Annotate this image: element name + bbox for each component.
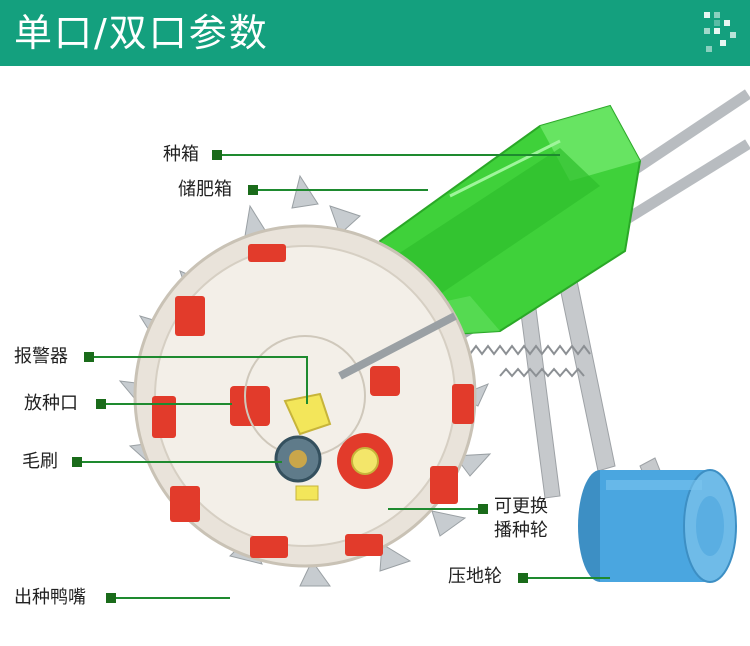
seed-hopper	[378, 104, 642, 338]
page-title: 单口/双口参数	[14, 11, 269, 55]
label-replaceable-wheel-line2: 播种轮	[494, 520, 548, 541]
label-duckbill: 出种鸭嘴	[14, 587, 86, 608]
marker-seed-box	[212, 150, 222, 160]
marker-brush	[72, 457, 82, 467]
header-banner: 单口/双口参数	[0, 0, 750, 66]
seed-wheel	[118, 174, 492, 587]
spring	[469, 344, 591, 378]
label-replaceable-wheel-line1: 可更换	[494, 496, 548, 517]
leader-replaceable-wheel	[388, 508, 478, 510]
leader-press-wheel	[526, 577, 610, 579]
marker-press-wheel	[518, 573, 528, 583]
leader-seed-box	[222, 154, 560, 156]
marker-fertilizer-box	[248, 185, 258, 195]
label-seed-box: 种箱	[163, 144, 199, 165]
label-seed-outlet: 放种口	[24, 393, 78, 414]
leader-alarm	[94, 356, 308, 358]
leader-duckbill	[116, 597, 230, 599]
leader-seed-outlet	[106, 403, 232, 405]
leader-alarm-drop	[306, 356, 308, 404]
marker-replaceable-wheel	[478, 504, 488, 514]
leader-fertilizer-box	[258, 189, 428, 191]
marker-duckbill	[106, 593, 116, 603]
label-fertilizer-box: 储肥箱	[178, 179, 232, 200]
leader-brush	[82, 461, 282, 463]
seeder-drawing	[118, 89, 750, 587]
seeder-illustration: 种箱 储肥箱 报警器 放种口 毛刷 可更换 播种轮 出种鸭嘴 压地轮	[0, 66, 750, 642]
label-press-wheel: 压地轮	[448, 566, 502, 587]
marker-alarm	[84, 352, 94, 362]
press-roller	[578, 469, 737, 583]
label-alarm: 报警器	[14, 346, 68, 367]
marker-seed-outlet	[96, 399, 106, 409]
pixel-pattern-icon	[704, 12, 736, 52]
label-brush: 毛刷	[22, 451, 58, 472]
